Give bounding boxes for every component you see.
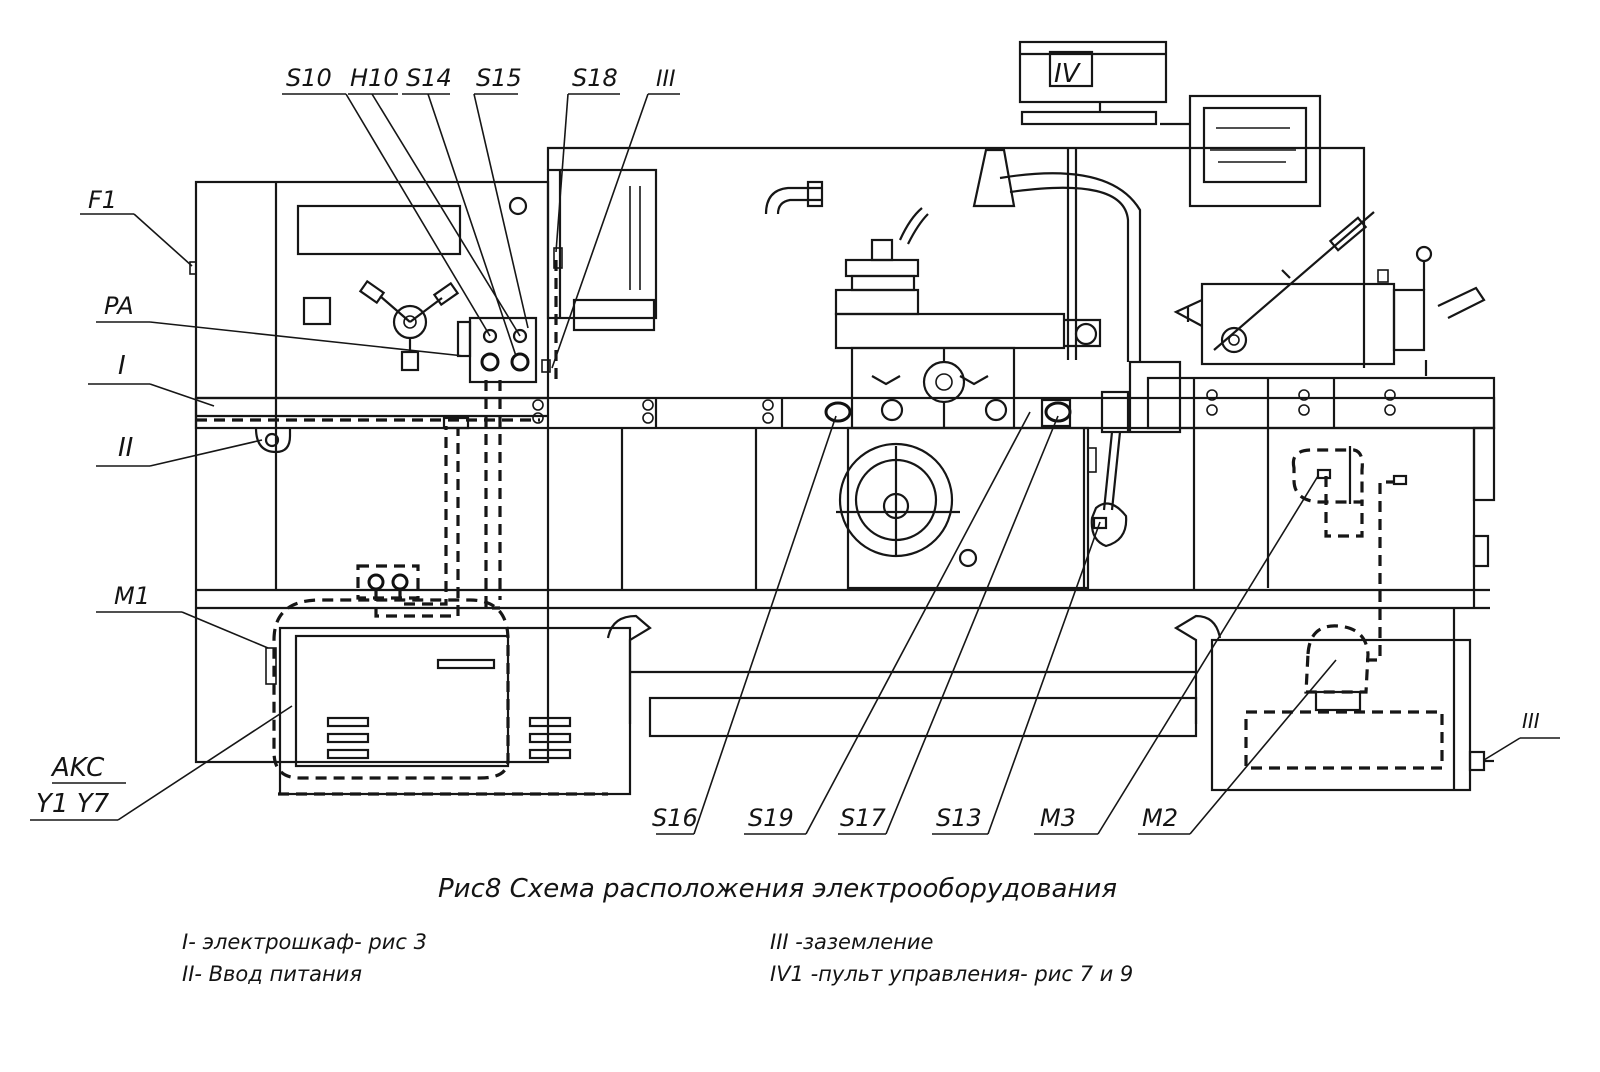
label-y1-y7: Y1 Y7 — [36, 789, 110, 819]
label-m1: M1 — [114, 582, 150, 610]
button-panel — [456, 316, 538, 384]
label-s10: S10 — [286, 64, 332, 92]
legend-item-4: IV1 -пульт управления- рис 7 и 9 — [770, 962, 1134, 986]
electrical-cabinet — [189, 180, 550, 764]
motor-m1 — [265, 416, 608, 796]
label-iv: IV — [1054, 59, 1082, 89]
main-switch-handle — [358, 279, 460, 372]
legend-item-1: I- электрошкаф- рис 3 — [182, 930, 427, 954]
label-akc: AKC — [50, 753, 105, 783]
ground-terminal — [1468, 750, 1494, 772]
apron — [836, 426, 1090, 590]
callout-labels: S10 H10 S14 S15 S18 III IV F1 PA I II M1… — [36, 59, 1540, 832]
label-ii: II — [118, 433, 133, 463]
label-m2: M2 — [1142, 804, 1178, 832]
figure-title: Рис8 Схема расположения электрооборудова… — [438, 874, 1117, 904]
label-f1: F1 — [88, 186, 117, 214]
label-s16: S16 — [652, 804, 698, 832]
label-s19: S19 — [748, 804, 794, 832]
label-iii-right: III — [1522, 709, 1540, 733]
motor-m2 — [1244, 474, 1444, 770]
label-pa: PA — [104, 292, 134, 320]
label-s13: S13 — [936, 804, 982, 832]
label-i: I — [118, 351, 126, 381]
leader-lines — [30, 93, 1560, 835]
wiring-channel — [196, 260, 558, 610]
tool-post-carriage — [824, 207, 1102, 430]
bed — [194, 376, 1496, 610]
motor-m3 — [1291, 446, 1364, 538]
label-s18: S18 — [572, 64, 618, 92]
legend-item-2: II- Ввод питания — [182, 962, 362, 986]
base-and-chip-tray — [278, 608, 1472, 796]
label-m3: M3 — [1040, 804, 1076, 832]
lever-s13 — [1087, 390, 1130, 548]
headstock-cover — [541, 168, 658, 373]
label-s15: S15 — [476, 64, 522, 92]
display-unit — [1188, 94, 1322, 208]
tailstock — [1173, 211, 1486, 376]
control-pendant — [1018, 40, 1190, 126]
label-h10: H10 — [350, 64, 399, 92]
label-iii-top: III — [656, 67, 675, 92]
lamp-and-coolant-pipe — [764, 148, 1142, 362]
label-s14: S14 — [406, 64, 452, 92]
label-s17: S17 — [840, 804, 887, 832]
legend-item-3: III -заземление — [770, 930, 934, 954]
top-frame — [546, 146, 1366, 368]
